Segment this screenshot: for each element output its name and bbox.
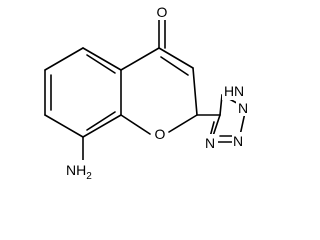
nh-hydrogen: H — [224, 83, 234, 99]
chemical-structure: O O NH2 H N N N N — [44, 4, 248, 182]
tetrazole-n3-label: N — [232, 132, 246, 150]
tetrazole-n2-label: N — [236, 100, 248, 116]
ring-oxygen: O — [155, 126, 166, 142]
nh-nitrogen: N — [234, 83, 244, 99]
carbonyl-oxygen-label: O — [155, 4, 169, 20]
n4-nitrogen: N — [205, 135, 215, 151]
benzene-ring — [44, 47, 122, 138]
carbonyl-oxygen: O — [157, 4, 168, 20]
amine-label: NH2 — [64, 160, 98, 182]
ring-oxygen-label: O — [152, 126, 168, 142]
amine-nh: NH — [66, 162, 86, 178]
tetrazole-nh-label: H N — [222, 82, 246, 100]
amine-subscript: 2 — [86, 171, 92, 182]
n2-nitrogen: N — [238, 100, 248, 116]
n3-nitrogen: N — [233, 133, 243, 149]
amine-group: NH2 — [66, 162, 92, 182]
tetrazole-n4-label: N — [204, 134, 218, 152]
pyranone-ring — [120, 19, 198, 135]
